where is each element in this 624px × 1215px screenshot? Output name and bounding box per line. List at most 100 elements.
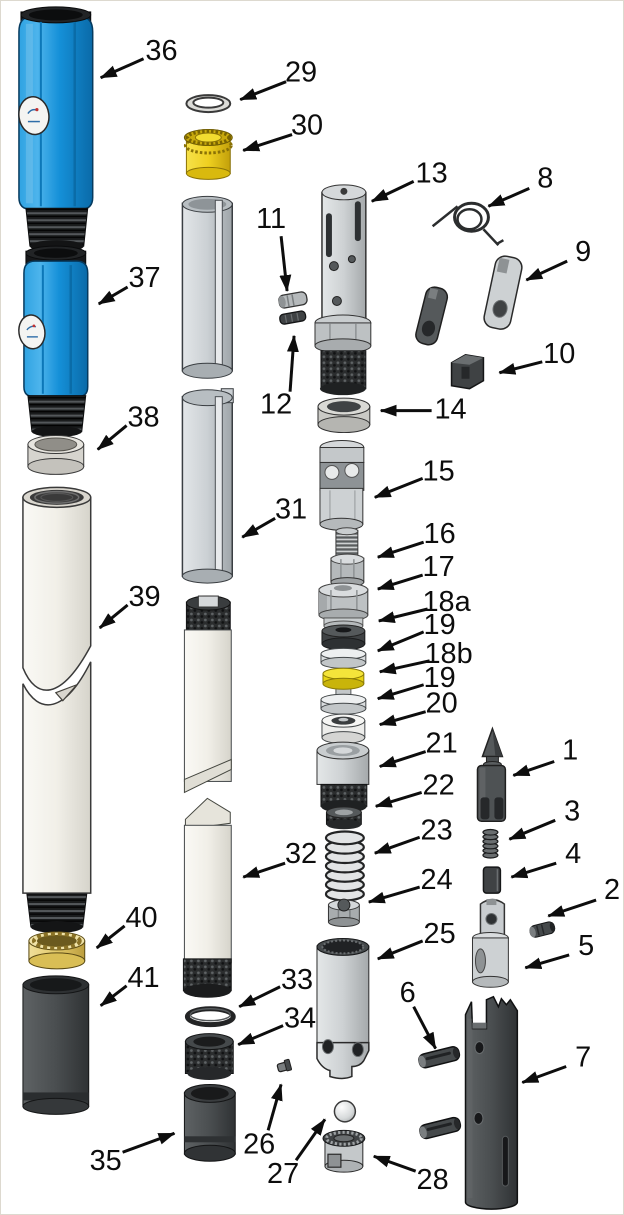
callout-9-label: 9 (575, 236, 591, 268)
part-10-spring-stop-block (450, 354, 485, 390)
part-7-outer-dark-tube (464, 995, 519, 1210)
part-21-piston-block (316, 741, 370, 813)
brand-logo-badge-2 (18, 314, 46, 350)
callout-25-label: 25 (424, 918, 456, 950)
part-27-check-ball (333, 1100, 357, 1123)
callout-24-arrow (367, 885, 421, 904)
callout-3-label: 3 (564, 795, 580, 827)
part-32-inner-tube (182, 595, 232, 998)
callout-34-arrow (237, 1024, 284, 1046)
part-14-bushing-ring (317, 397, 371, 434)
callout-9-arrow (525, 259, 568, 282)
callout-10-arrow (498, 360, 543, 375)
callout-13-arrow (370, 180, 415, 203)
callout-16-arrow (376, 540, 425, 559)
callout-19-label: 19 (424, 662, 456, 694)
callout-34-label: 34 (284, 1003, 316, 1035)
callout-26-arrow (266, 1083, 283, 1131)
part-2-roll-pin-small (529, 921, 556, 938)
part-9-latch-dogs (415, 255, 523, 346)
callout-35-arrow (122, 1131, 176, 1154)
part-36-upper-head-assembly (18, 6, 94, 253)
callout-37-arrow (97, 285, 129, 306)
part-15-bearing-housing (319, 440, 365, 531)
part-38-spacer-ring (27, 435, 85, 475)
callout-18a-label: 18a (422, 586, 471, 618)
callouts-layer: 123456789101112131415161718a1918b1920212… (90, 35, 620, 1196)
callout-2-label: 2 (604, 874, 620, 906)
callout-28-arrow (372, 1154, 417, 1173)
part-16-threaded-stud-nut (330, 527, 365, 588)
part-6-roll-pin-lower (419, 1116, 462, 1140)
part-13-latch-body-tube (314, 184, 372, 396)
callout-6-arrow (412, 1006, 437, 1050)
part-28-valve-cap (322, 1129, 366, 1173)
callout-27-label: 27 (267, 1158, 299, 1190)
callout-6-label: 6 (400, 977, 416, 1009)
part-31-split-tube (181, 195, 234, 584)
callout-15-arrow (373, 477, 424, 499)
callout-39-arrow (98, 603, 129, 630)
callout-7-label: 7 (575, 1042, 591, 1074)
callout-28-label: 28 (417, 1164, 449, 1196)
part-1-spearhead-point (476, 726, 507, 823)
callout-11-label: 11 (256, 203, 286, 235)
part-4-detent-block (482, 866, 502, 894)
part-30-brass-bushing (183, 129, 233, 180)
callout-37-label: 37 (128, 262, 160, 294)
callout-4-arrow (510, 861, 557, 879)
callout-1-arrow (512, 760, 555, 777)
part-34-knurled-cup (184, 1033, 234, 1080)
callout-8-arrow (487, 186, 530, 208)
callout-29-label: 29 (285, 57, 317, 89)
callout-19-arrow (376, 630, 425, 653)
part-41-dark-sleeve (22, 975, 90, 1115)
callout-22-label: 22 (423, 769, 455, 801)
part-33-snap-ring (184, 1006, 236, 1028)
part-5-swivel-body (471, 898, 509, 988)
part-23-coil-spring (324, 830, 365, 902)
callout-16-label: 16 (424, 518, 456, 550)
part-8-torsion-spring (431, 201, 505, 247)
part-29-retaining-ring (185, 94, 232, 114)
callout-12-arrow (286, 334, 299, 392)
part-11-pin (278, 291, 308, 309)
part-12-pin (279, 310, 307, 325)
part-35-dark-cup (183, 1083, 236, 1162)
callout-31-arrow (241, 516, 276, 539)
callout-19-label: 19 (424, 609, 456, 641)
callout-10-label: 10 (543, 338, 575, 370)
part-22-knurled-ring (325, 806, 362, 830)
callout-41-arrow (99, 984, 128, 1007)
callout-40-label: 40 (125, 902, 157, 934)
callout-40-arrow (95, 924, 126, 950)
part-20-bearing-ring (321, 713, 366, 745)
callout-33-label: 33 (281, 964, 313, 996)
callout-1-label: 1 (562, 735, 578, 767)
part-18a-dark-washer (321, 624, 366, 651)
callout-19-arrow (376, 683, 425, 701)
callout-12-label: 12 (260, 389, 292, 421)
callout-35-label: 35 (90, 1145, 122, 1177)
callout-32-arrow (242, 861, 286, 879)
callout-18b-label: 18b (424, 638, 472, 670)
part-18b-yellow-washer (322, 667, 365, 690)
callout-27-arrow (294, 1118, 327, 1162)
callout-14-label: 14 (434, 394, 466, 426)
callout-24-label: 24 (421, 864, 453, 896)
callout-13-label: 13 (416, 157, 448, 189)
part-3-small-spring (482, 828, 499, 859)
callout-3-arrow (508, 818, 556, 841)
callout-33-arrow (238, 985, 281, 1009)
callout-21-label: 21 (426, 728, 458, 760)
callout-38-label: 38 (127, 402, 159, 434)
part-19-washer-upper (320, 647, 367, 669)
callout-20-label: 20 (426, 688, 458, 720)
part-24-hex-nut-small (327, 898, 360, 927)
callout-7-arrow (521, 1065, 567, 1084)
callout-32-label: 32 (285, 838, 317, 870)
callout-22-arrow (374, 790, 423, 808)
callout-26-label: 26 (243, 1128, 275, 1160)
callout-17-label: 17 (423, 551, 455, 583)
